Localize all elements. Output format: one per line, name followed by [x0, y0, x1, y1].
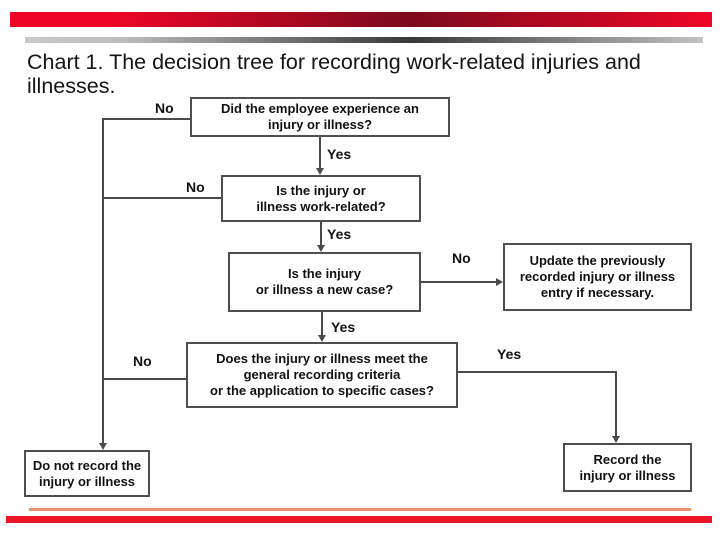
- connector-no-work-related: [103, 197, 221, 199]
- connector-yes-criteria-horizontal: [458, 371, 617, 373]
- edge-label-no-new-case: No: [452, 250, 471, 266]
- connector-no-experience: [102, 118, 190, 120]
- arrowhead-into-record-icon: [612, 436, 620, 443]
- edge-label-yes-work-related: Yes: [327, 226, 352, 242]
- footer-red-rule: [6, 516, 712, 523]
- connector-no-criteria: [103, 378, 186, 380]
- arrowhead-into-new-case-icon: [317, 245, 325, 252]
- edge-label-yes-new-case: Yes: [331, 319, 356, 335]
- node-question-new-case: Is the injury or illness a new case?: [228, 252, 421, 312]
- edge-label-no-work-related: No: [186, 179, 205, 195]
- node-update-entry: Update the previously recorded injury or…: [503, 243, 692, 311]
- arrowhead-into-criteria-icon: [318, 335, 326, 342]
- arrowhead-into-do-not-record-icon: [99, 443, 107, 450]
- edge-label-no-experience: No: [155, 100, 174, 116]
- connector-no-new-case: [421, 281, 496, 283]
- node-question-criteria: Does the injury or illness meet the gene…: [186, 342, 458, 408]
- node-do-not-record: Do not record the injury or illness: [24, 450, 150, 497]
- connector-yes-criteria-vertical: [615, 371, 617, 436]
- footer-orange-rule: [29, 508, 691, 511]
- edge-label-yes-experience: Yes: [327, 146, 352, 162]
- page-title: Chart 1. The decision tree for recording…: [27, 50, 641, 98]
- node-record: Record the injury or illness: [563, 443, 692, 492]
- arrowhead-into-work-related-icon: [316, 168, 324, 175]
- connector-left-no-trunk: [102, 118, 104, 444]
- connector-yes-new-case: [321, 312, 323, 335]
- edge-label-no-criteria: No: [133, 353, 152, 369]
- arrowhead-into-update-icon: [496, 278, 503, 286]
- connector-yes-experience: [319, 137, 321, 168]
- connector-yes-work-related: [320, 222, 322, 245]
- top-gray-bar: [25, 37, 703, 43]
- node-question-work-related: Is the injury or illness work-related?: [221, 175, 421, 222]
- edge-label-yes-criteria: Yes: [497, 346, 522, 362]
- node-question-experience: Did the employee experience an injury or…: [190, 97, 450, 137]
- top-accent-bar: [10, 12, 712, 27]
